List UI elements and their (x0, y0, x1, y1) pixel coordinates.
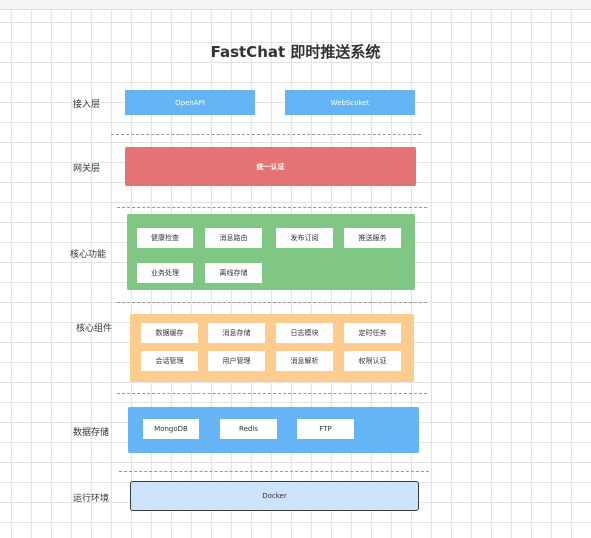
access-box-openapi[interactable]: OpenAPI (125, 90, 255, 115)
layer-label-core-functions: 核心功能 (70, 250, 107, 260)
layer-label-runtime: 运行环境 (73, 494, 110, 504)
layer-label-access: 接入层 (73, 100, 101, 110)
layer-label-data-storage: 数据存储 (73, 428, 110, 438)
separator-5 (119, 471, 429, 472)
storage-redis[interactable]: Redis (220, 419, 277, 439)
core-function-health-check[interactable]: 健康检查 (137, 228, 193, 248)
layer-label-core-components: 核心组件 (76, 324, 113, 334)
runtime-docker[interactable]: Docker (130, 481, 419, 511)
core-function-push-service[interactable]: 推送服务 (344, 228, 401, 248)
component-message-parse[interactable]: 消息解析 (276, 351, 333, 371)
layer-label-gateway: 网关层 (73, 164, 101, 174)
component-data-cache[interactable]: 数据缓存 (141, 323, 198, 343)
core-function-offline-storage[interactable]: 离线存储 (205, 263, 262, 283)
component-scheduled-tasks[interactable]: 定时任务 (344, 323, 401, 343)
storage-ftp[interactable]: FTP (297, 419, 354, 439)
gateway-box-auth[interactable]: 统一认证 (125, 147, 416, 186)
component-session-mgmt[interactable]: 会话管理 (141, 351, 198, 371)
core-function-business[interactable]: 业务处理 (137, 263, 193, 283)
separator-4 (117, 393, 427, 394)
core-function-message-routing[interactable]: 消息路由 (205, 228, 262, 248)
component-message-store[interactable]: 消息存储 (208, 323, 265, 343)
diagram-title: FastChat 即时推送系统 (210, 43, 381, 61)
separator-3 (117, 302, 427, 303)
storage-mongodb[interactable]: MongoDB (143, 419, 199, 439)
component-permission-auth[interactable]: 权限认证 (344, 351, 401, 371)
component-user-mgmt[interactable]: 用户管理 (208, 351, 265, 371)
access-box-websocket[interactable]: WebScoket (285, 90, 415, 115)
separator-2 (117, 207, 427, 208)
canvas-top-bar (0, 0, 591, 10)
separator-1 (111, 134, 421, 135)
component-log-module[interactable]: 日志模块 (276, 323, 333, 343)
core-function-pubsub[interactable]: 发布订阅 (276, 228, 333, 248)
